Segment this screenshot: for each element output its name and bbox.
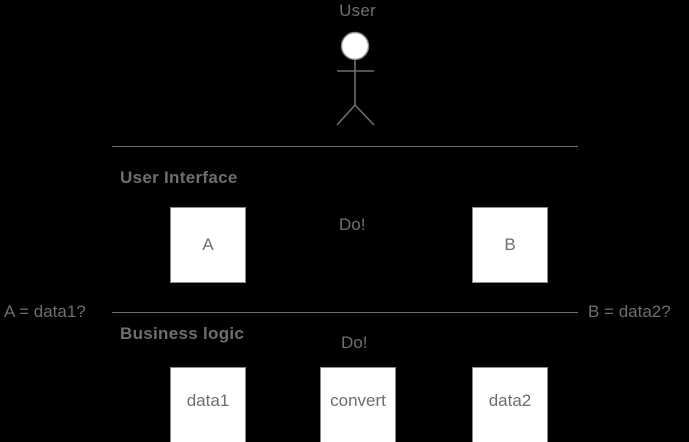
node-box-convert[interactable]: convert [320, 367, 396, 442]
actor-label: User [339, 1, 376, 20]
layer-divider-user-interface [112, 146, 578, 147]
stick-figure-actor-icon [325, 28, 391, 130]
node-box-b[interactable]: B [472, 207, 548, 283]
annotation-right-question: B = data2? [588, 302, 671, 321]
layer-title-business-logic: Business logic [120, 324, 245, 343]
action-label-user-interface: Do! [339, 215, 366, 234]
node-box-b-label: B [504, 235, 516, 254]
annotation-left-question: A = data1? [4, 302, 86, 321]
node-box-data2-label: data2 [488, 391, 532, 410]
node-box-data2[interactable]: data2 [472, 367, 548, 442]
node-box-convert-label: convert [330, 391, 386, 410]
node-box-data1[interactable]: data1 [170, 367, 246, 442]
node-box-a-label: A [202, 235, 214, 254]
action-label-business-logic: Do! [341, 333, 368, 352]
node-box-a[interactable]: A [170, 207, 246, 283]
node-box-data1-label: data1 [186, 391, 230, 410]
layer-title-user-interface: User Interface [120, 168, 238, 187]
layer-divider-business-logic [112, 312, 578, 313]
